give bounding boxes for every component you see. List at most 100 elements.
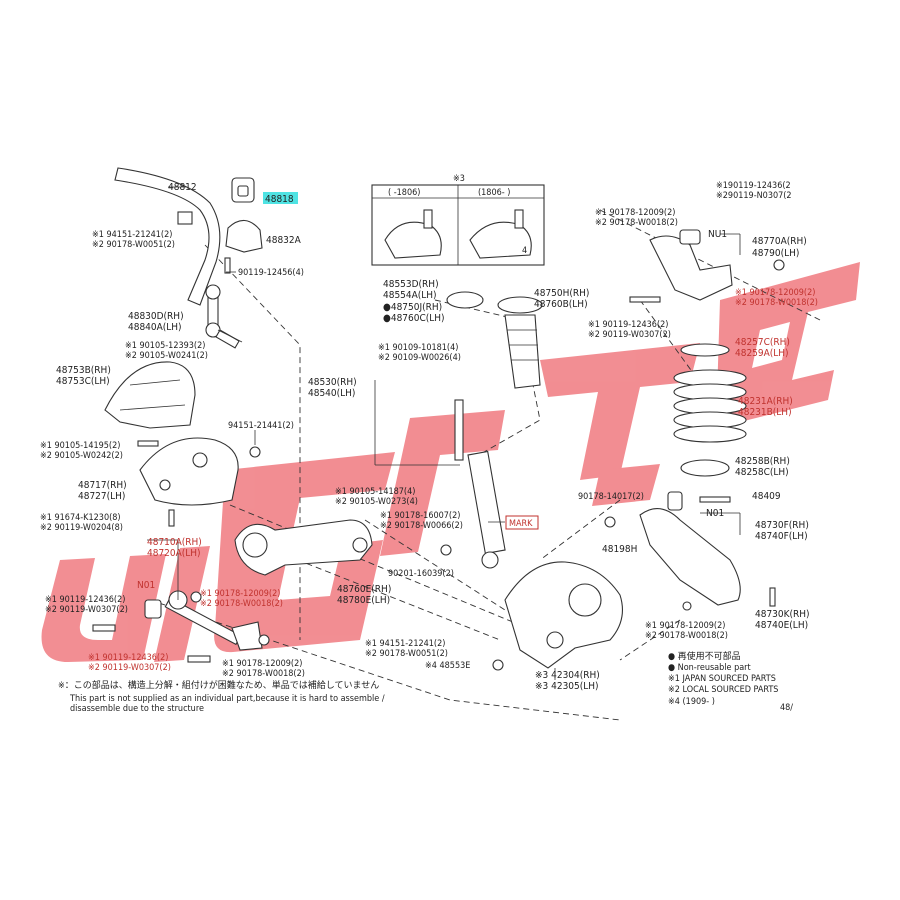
label-48753c[interactable]: 48753C(LH) <box>56 376 110 387</box>
label-48553e[interactable]: ※4 48553E <box>425 661 470 671</box>
note-english-1: This part is not supplied as an individu… <box>69 694 385 704</box>
label-48830d[interactable]: 48830D(RH) <box>128 311 184 322</box>
label-90178-12009-a[interactable]: ※1 90178-12009(2) <box>200 589 280 599</box>
watermark-logo <box>41 262 860 662</box>
mark-box <box>505 515 539 530</box>
label-90178-w0066[interactable]: ※2 90178-W0066(2) <box>380 521 463 531</box>
label-90119-12456[interactable]: 90119-12456(4) <box>238 268 304 278</box>
label-90105-12393[interactable]: ※1 90105-12393(2) <box>125 341 205 351</box>
label-90178-w0018-d[interactable]: ※2 90178-W0018(2) <box>735 298 818 308</box>
label-48717[interactable]: 48717(RH) <box>78 480 127 491</box>
label-90178-w0051[interactable]: ※2 90178-W0051(2) <box>92 240 175 250</box>
label-94151-21441[interactable]: 94151-21441(2) <box>228 421 294 431</box>
label-48750h[interactable]: 48750H(RH) <box>534 288 589 299</box>
label-n01-left[interactable]: N01 <box>137 580 155 591</box>
legend-nonreusable-jp: ● 再使用不可部品 <box>668 650 741 662</box>
label-90178-w0051-b[interactable]: ※2 90178-W0051(2) <box>365 649 448 659</box>
label-90119-w0204[interactable]: ※2 90119-W0204(8) <box>40 523 123 533</box>
inset-right-date: (1806- ) <box>478 188 510 198</box>
label-90119-w0307-b[interactable]: ※2 90119-W0307(2) <box>88 663 171 673</box>
rear-axle-carrier <box>504 561 623 669</box>
label-nu1[interactable]: NU1 <box>708 229 727 240</box>
label-90109-10181[interactable]: ※1 90109-10181(4) <box>378 343 458 353</box>
label-90178-12009-d[interactable]: ※1 90178-12009(2) <box>735 288 815 298</box>
inset-box <box>371 184 545 266</box>
label-48258c[interactable]: 48258C(LH) <box>735 467 789 478</box>
label-48730f[interactable]: 48730F(RH) <box>755 520 809 531</box>
label-48840a[interactable]: 48840A(LH) <box>128 322 182 333</box>
inset-number: 4 <box>522 246 527 256</box>
highlight-48818 <box>263 192 298 204</box>
label-48818[interactable]: 48818 <box>265 194 294 205</box>
label-48231b[interactable]: 48231B(LH) <box>738 407 792 418</box>
label-48540[interactable]: 48540(LH) <box>308 388 355 399</box>
label-48760e[interactable]: 48760E(RH) <box>337 584 391 595</box>
label-48231a[interactable]: 48231A(RH) <box>738 396 793 407</box>
label-48812[interactable]: 48812 <box>168 182 197 193</box>
label-90109-w0026[interactable]: ※2 90109-W0026(4) <box>378 353 461 363</box>
legend-japan-sourced: ※1 JAPAN SOURCED PARTS <box>668 674 776 684</box>
label-90119-w0307-a[interactable]: ※2 90119-W0307(2) <box>45 605 128 615</box>
label-90178-16007[interactable]: ※1 90178-16007(2) <box>380 511 460 521</box>
shock-absorber <box>454 399 506 569</box>
label-48727[interactable]: 48727(LH) <box>78 491 125 502</box>
upper-control-arm <box>234 519 373 576</box>
label-90105-w0273[interactable]: ※2 90105-W0273(4) <box>335 497 418 507</box>
lower-arm-cover <box>104 361 196 429</box>
labels: 48812 48818 48832A ※1 94151-21241(2) ※2 … <box>40 174 818 714</box>
label-42304[interactable]: ※3 42304(RH) <box>535 670 600 681</box>
label-48740f[interactable]: 48740F(LH) <box>755 531 808 542</box>
label-90178-14017[interactable]: 90178-14017(2) <box>578 492 644 502</box>
label-48780e[interactable]: 48780E(LH) <box>337 595 390 606</box>
label-48257c[interactable]: 48257C(RH) <box>735 337 790 348</box>
bushing <box>231 177 255 203</box>
label-48710a[interactable]: 48710A(RH) <box>147 537 202 548</box>
label-90119-12436-b[interactable]: ※1 90119-12436(2) <box>88 653 168 663</box>
label-90105-14187[interactable]: ※1 90105-14187(4) <box>335 487 415 497</box>
label-90105-w0241[interactable]: ※2 90105-W0241(2) <box>125 351 208 361</box>
label-90119-w0307-d[interactable]: ※2 90119-W0307(2) <box>588 330 671 340</box>
label-48259a[interactable]: 48259A(LH) <box>735 348 789 359</box>
note-japanese: ※：この部品は、構造上分解・組付けが困難なため、単品では補給していません <box>58 679 379 691</box>
label-90178-12009-b[interactable]: ※1 90178-12009(2) <box>222 659 302 669</box>
label-42305[interactable]: ※3 42305(LH) <box>535 681 599 692</box>
label-48258b[interactable]: 48258B(RH) <box>735 456 790 467</box>
label-90105-w0242[interactable]: ※2 90105-W0242(2) <box>40 451 123 461</box>
label-94151-21241[interactable]: ※1 94151-21241(2) <box>92 230 172 240</box>
label-48530[interactable]: 48530(RH) <box>308 377 357 388</box>
label-94151-21241-b[interactable]: ※1 94151-21241(2) <box>365 639 445 649</box>
label-90105-14195[interactable]: ※1 90105-14195(2) <box>40 441 120 451</box>
label-48730k[interactable]: 48730K(RH) <box>755 609 810 620</box>
label-48790[interactable]: 48790(LH) <box>752 248 799 259</box>
label-90119-n0307-c[interactable]: ※290119-N0307(2 <box>716 191 792 201</box>
label-48553d[interactable]: 48553D(RH) <box>383 279 439 290</box>
label-48760c[interactable]: ●48760C(LH) <box>383 313 445 324</box>
suspension-member-bracket <box>139 437 239 506</box>
label-91674-k1230[interactable]: ※1 91674-K1230(8) <box>40 513 121 523</box>
label-90178-w0018-c[interactable]: ※2 90178-W0018(2) <box>595 218 678 228</box>
label-90178-12009-c[interactable]: ※1 90178-12009(2) <box>595 208 675 218</box>
label-48198h[interactable]: 48198H <box>602 544 637 555</box>
label-48760b[interactable]: 48760B(LH) <box>534 299 588 310</box>
label-90201-16039[interactable]: 90201-16039(2) <box>388 569 454 579</box>
label-90119-12436-d[interactable]: ※1 90119-12436(2) <box>588 320 668 330</box>
toe-control-link <box>144 590 263 651</box>
label-48740e[interactable]: 48740E(LH) <box>755 620 808 631</box>
label-48832a[interactable]: 48832A <box>266 235 302 246</box>
label-90119-12436-a[interactable]: ※1 90119-12436(2) <box>45 595 125 605</box>
label-48554a[interactable]: 48554A(LH) <box>383 290 437 301</box>
label-90178-12009-e[interactable]: ※1 90178-12009(2) <box>645 621 725 631</box>
label-90178-w0018-a[interactable]: ※2 90178-W0018(2) <box>200 599 283 609</box>
label-48753b[interactable]: 48753B(RH) <box>56 365 111 376</box>
label-48750j[interactable]: ●48750J(RH) <box>383 302 442 313</box>
label-48770a[interactable]: 48770A(RH) <box>752 236 807 247</box>
label-48720a[interactable]: 48720A(LH) <box>147 548 201 559</box>
label-90178-w0018-e[interactable]: ※2 90178-W0018(2) <box>645 631 728 641</box>
label-n01-right[interactable]: N01 <box>706 508 724 519</box>
bolts <box>92 257 785 671</box>
label-90178-w0018-b[interactable]: ※2 90178-W0018(2) <box>222 669 305 679</box>
label-mark: MARK <box>509 519 533 529</box>
label-90119-12436-c[interactable]: ※190119-12436(2 <box>716 181 791 191</box>
label-48409[interactable]: 48409 <box>752 491 781 502</box>
